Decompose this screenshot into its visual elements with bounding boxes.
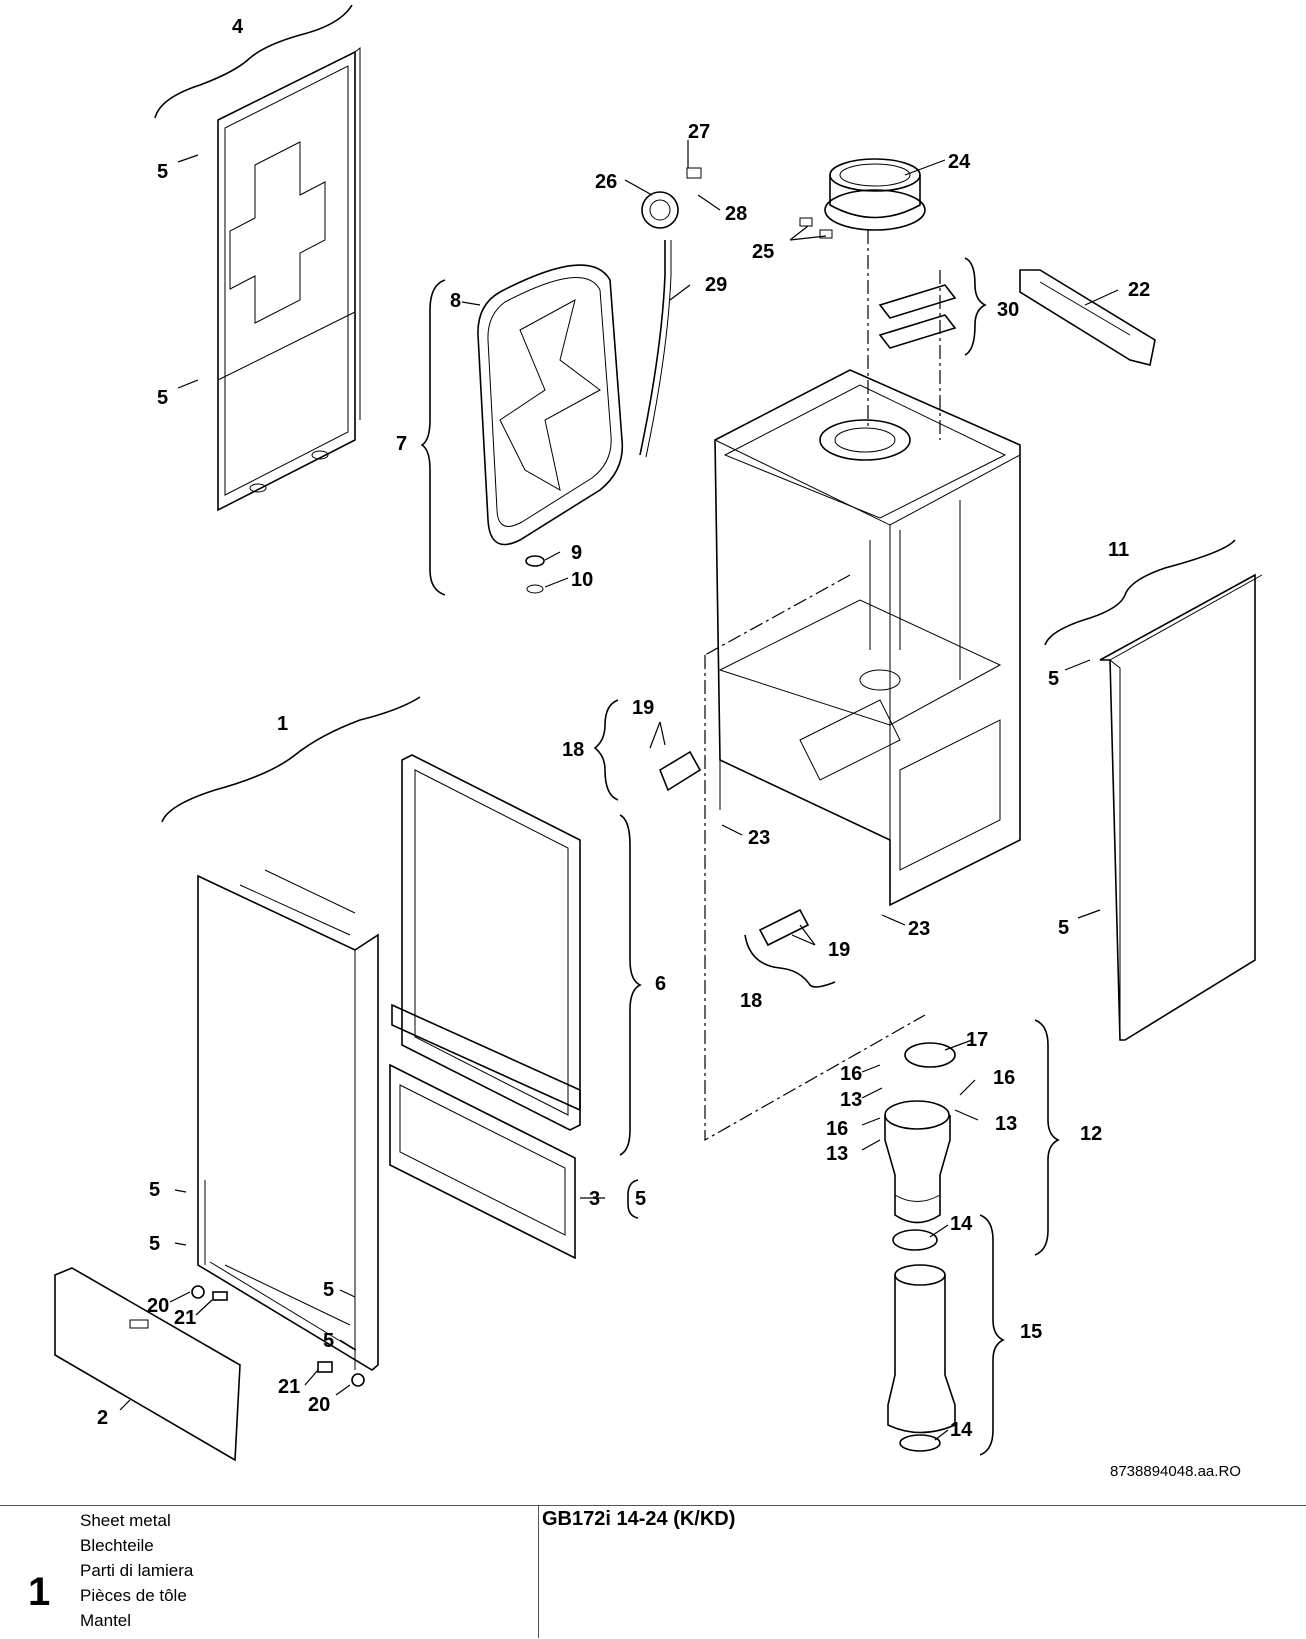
part-group-names: Sheet metal Blechteile Parti di lamiera … (80, 1508, 193, 1633)
main-frame (714, 369, 1021, 907)
part-30-cover-plates (878, 284, 957, 349)
callout-16: 16 (840, 1063, 862, 1085)
part-7-expansion-vessel (477, 264, 624, 594)
callout-5: 5 (1058, 917, 1069, 939)
callout-29: 29 (705, 274, 727, 296)
callout-24: 24 (948, 151, 971, 173)
callout-labels: 4 5 5 27 24 26 28 25 29 22 8 30 7 9 10 1… (97, 16, 1150, 1441)
callout-21: 21 (174, 1307, 196, 1329)
callout-1: 1 (277, 713, 288, 735)
callout-21: 21 (278, 1376, 300, 1398)
figure-number: 1 (28, 1570, 51, 1614)
callout-17: 17 (966, 1029, 988, 1051)
part-4-rear-panel (217, 46, 361, 512)
part-22-mounting-rail (1019, 269, 1156, 366)
callout-23: 23 (908, 918, 930, 940)
footer-divider (538, 1505, 539, 1638)
callout-14: 14 (950, 1213, 973, 1235)
callout-16: 16 (826, 1118, 848, 1140)
part-6-seal-frame (391, 754, 581, 1131)
callout-13: 13 (826, 1143, 848, 1165)
callout-5: 5 (1048, 668, 1059, 690)
part-26-pressure-switch (639, 167, 702, 458)
part-24-flue-adapter (799, 158, 926, 239)
callout-20: 20 (147, 1295, 169, 1317)
name-italian: Parti di lamiera (80, 1561, 194, 1580)
callout-3: 3 (589, 1188, 600, 1210)
name-dutch: Mantel (80, 1611, 132, 1630)
callout-16: 16 (993, 1067, 1015, 1089)
callout-15: 15 (1020, 1321, 1042, 1343)
name-french: Pièces de tôle (80, 1586, 187, 1605)
callout-28: 28 (725, 203, 747, 225)
callout-11: 11 (1108, 539, 1129, 561)
callout-9: 9 (571, 542, 582, 564)
callout-10: 10 (571, 569, 593, 591)
callout-22: 22 (1128, 279, 1150, 301)
alignment-lines (704, 230, 941, 1142)
callout-6: 6 (655, 973, 666, 995)
drawing-reference-code: 8738894048.aa.RO (1110, 1463, 1241, 1480)
part-1-front-panel (197, 869, 379, 1371)
callout-8: 8 (450, 290, 461, 312)
callout-13: 13 (840, 1089, 862, 1111)
callout-18: 18 (562, 739, 584, 761)
callout-26: 26 (595, 171, 617, 193)
part-15-condensate-tube (887, 1229, 956, 1452)
callout-5: 5 (323, 1279, 334, 1301)
parts-18-19-bracket (659, 750, 810, 947)
callout-25: 25 (752, 241, 774, 263)
leader-lines (119, 140, 1119, 1441)
name-german: Blechteile (80, 1536, 154, 1555)
callout-14: 14 (950, 1419, 973, 1441)
callout-5: 5 (157, 161, 168, 183)
exploded-parts-diagram: 4 5 5 27 24 26 28 25 29 22 8 30 7 9 10 1… (54, 4, 1263, 1462)
callout-19: 19 (828, 939, 850, 961)
part-11-side-panel (1099, 573, 1263, 1041)
callout-4: 4 (232, 16, 244, 38)
callout-13: 13 (995, 1113, 1017, 1135)
callout-5: 5 (323, 1330, 334, 1352)
model-title: GB172i 14-24 (K/KD) (542, 1508, 736, 1530)
callout-5: 5 (149, 1233, 160, 1255)
callout-20: 20 (308, 1394, 330, 1416)
callout-30: 30 (997, 299, 1019, 321)
callout-19: 19 (632, 697, 654, 719)
braces (154, 4, 1236, 1456)
part-2-lower-cover (54, 1267, 241, 1462)
callout-18: 18 (740, 990, 762, 1012)
callout-23: 23 (748, 827, 770, 849)
callout-5: 5 (157, 387, 168, 409)
callout-2: 2 (97, 1407, 108, 1429)
parts-20-21-fasteners (191, 1285, 365, 1387)
part-12-siphon-assembly (884, 1042, 956, 1224)
name-english: Sheet metal (80, 1511, 171, 1530)
callout-5: 5 (635, 1188, 646, 1210)
callout-27: 27 (688, 121, 710, 143)
callout-5: 5 (149, 1179, 160, 1201)
footer (0, 1505, 1306, 1639)
callout-7: 7 (396, 433, 407, 455)
part-3-inner-frame (389, 1063, 576, 1260)
callout-12: 12 (1080, 1123, 1102, 1145)
